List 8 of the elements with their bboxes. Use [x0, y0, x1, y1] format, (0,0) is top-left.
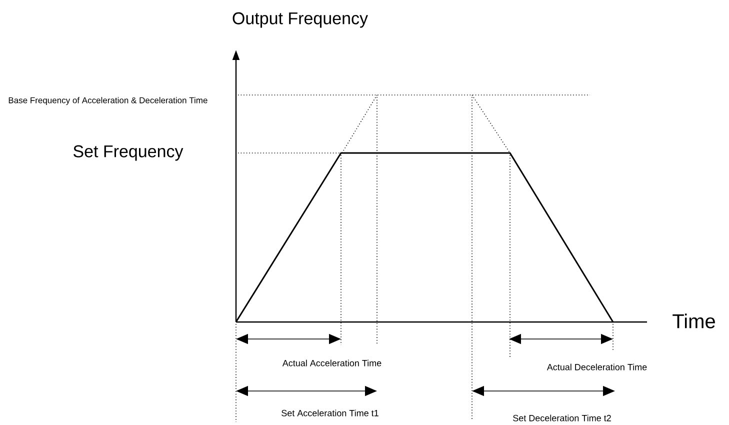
axis-label: Base Frequency of Acceleration & Deceleration Time: [8, 97, 208, 105]
axis-label: Actual Deceleration Time: [546, 364, 647, 370]
axis-label: Set Frequency: [74, 145, 184, 161]
axis-label: Time: [672, 314, 715, 328]
axis-label: Set Acceleration Time t1: [282, 410, 378, 416]
axis-label: Output Frequency: [232, 12, 368, 28]
axis-label: Set Deceleration Time t2: [513, 414, 611, 422]
axis-label: Actual Acceleration Time: [282, 360, 382, 366]
